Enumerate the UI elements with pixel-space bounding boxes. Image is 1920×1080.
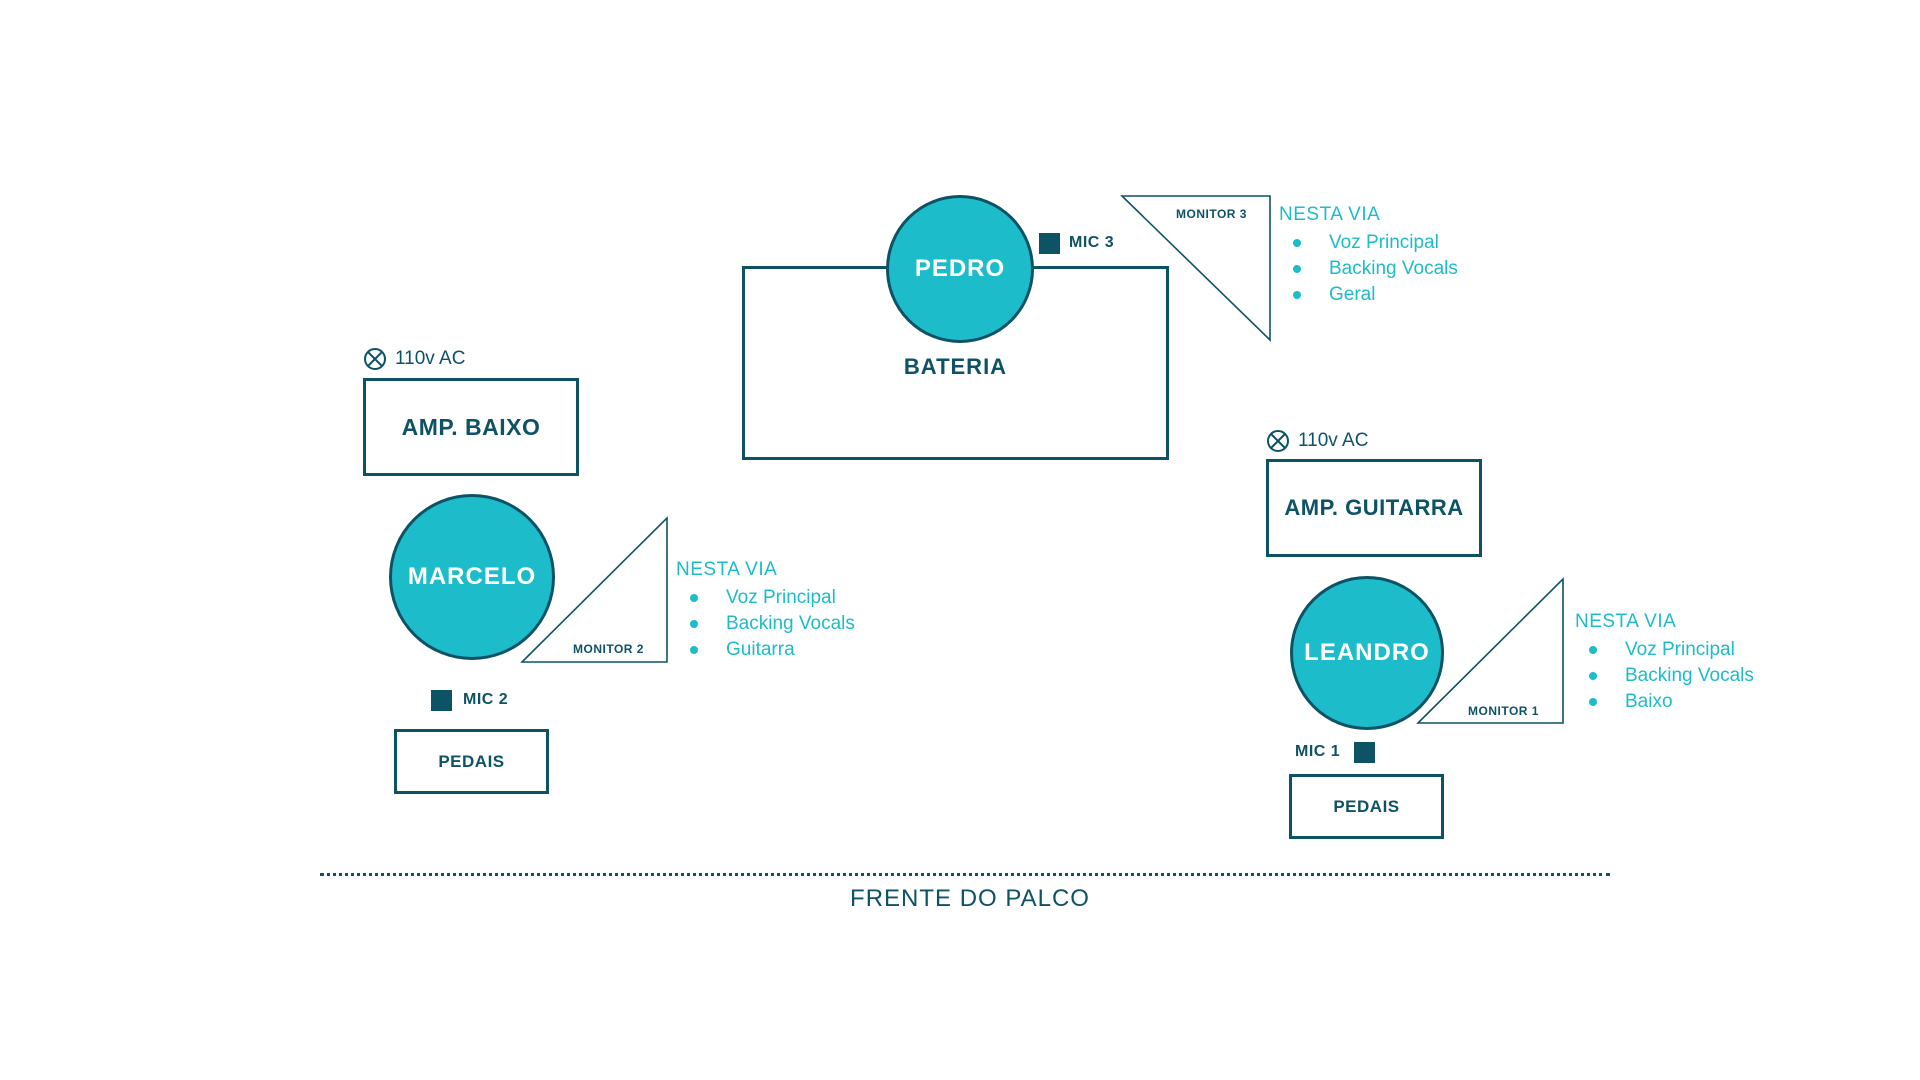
list-item: Voz Principal bbox=[676, 585, 855, 611]
bass-pedals: PEDAIS bbox=[394, 729, 549, 794]
musician-pedro: PEDRO bbox=[886, 195, 1034, 343]
mix-list-title: NESTA VIA bbox=[676, 559, 778, 580]
guitar-amp: AMP. GUITARRA bbox=[1266, 459, 1482, 557]
list-item: Guitarra bbox=[676, 637, 855, 663]
mix-list-title: NESTA VIA bbox=[1575, 611, 1677, 632]
musician-marcelo: MARCELO bbox=[389, 494, 555, 660]
monitor-3-label: MONITOR 3 bbox=[1176, 207, 1247, 221]
drum-label: BATERIA bbox=[903, 354, 1008, 379]
monitor-2-icon bbox=[520, 516, 668, 663]
list-item: Baixo bbox=[1575, 689, 1754, 715]
list-item: Voz Principal bbox=[1279, 230, 1458, 256]
list-item: Backing Vocals bbox=[1279, 256, 1458, 282]
bullet-icon bbox=[1293, 291, 1301, 299]
power-label: 110v AC bbox=[395, 348, 466, 369]
power-outlet-bass: 110v AC bbox=[363, 347, 465, 371]
power-label: 110v AC bbox=[1298, 430, 1369, 451]
bullet-icon bbox=[1293, 239, 1301, 247]
power-outlet-icon bbox=[364, 348, 386, 370]
guitar-pedals: PEDAIS bbox=[1289, 774, 1444, 839]
mic-2-icon bbox=[431, 690, 452, 711]
monitor-2-label: MONITOR 2 bbox=[573, 642, 644, 656]
list-item: Voz Principal bbox=[1575, 637, 1754, 663]
monitor-3-mix-list: NESTA VIA Voz Principal Backing Vocals G… bbox=[1279, 204, 1458, 308]
stage-front-label: FRENTE DO PALCO bbox=[850, 885, 1090, 912]
mix-list-title: NESTA VIA bbox=[1279, 204, 1381, 225]
stage-front-line bbox=[320, 873, 1610, 876]
power-outlet-guitar: 110v AC bbox=[1266, 429, 1368, 453]
musician-leandro: LEANDRO bbox=[1290, 576, 1444, 730]
bullet-icon bbox=[1589, 672, 1597, 680]
bullet-icon bbox=[690, 620, 698, 628]
monitor-1-mix-list: NESTA VIA Voz Principal Backing Vocals B… bbox=[1575, 611, 1754, 715]
bullet-icon bbox=[690, 646, 698, 654]
bullet-icon bbox=[690, 594, 698, 602]
list-item: Backing Vocals bbox=[676, 611, 855, 637]
mic-3-label: MIC 3 bbox=[1069, 234, 1115, 251]
bullet-icon bbox=[1293, 265, 1301, 273]
power-outlet-icon bbox=[1267, 430, 1289, 452]
monitor-3-icon bbox=[1120, 195, 1271, 342]
mic-1-label: MIC 1 bbox=[1295, 743, 1341, 760]
monitor-1-label: MONITOR 1 bbox=[1468, 704, 1539, 718]
bullet-icon bbox=[1589, 698, 1597, 706]
bass-amp: AMP. BAIXO bbox=[363, 378, 579, 476]
list-item: Geral bbox=[1279, 282, 1458, 308]
mic-3-icon bbox=[1039, 233, 1060, 254]
mic-2-label: MIC 2 bbox=[463, 691, 509, 708]
list-item: Backing Vocals bbox=[1575, 663, 1754, 689]
mic-1-icon bbox=[1354, 742, 1375, 763]
monitor-2-mix-list: NESTA VIA Voz Principal Backing Vocals G… bbox=[676, 559, 855, 663]
bullet-icon bbox=[1589, 646, 1597, 654]
monitor-1-icon bbox=[1416, 577, 1564, 724]
